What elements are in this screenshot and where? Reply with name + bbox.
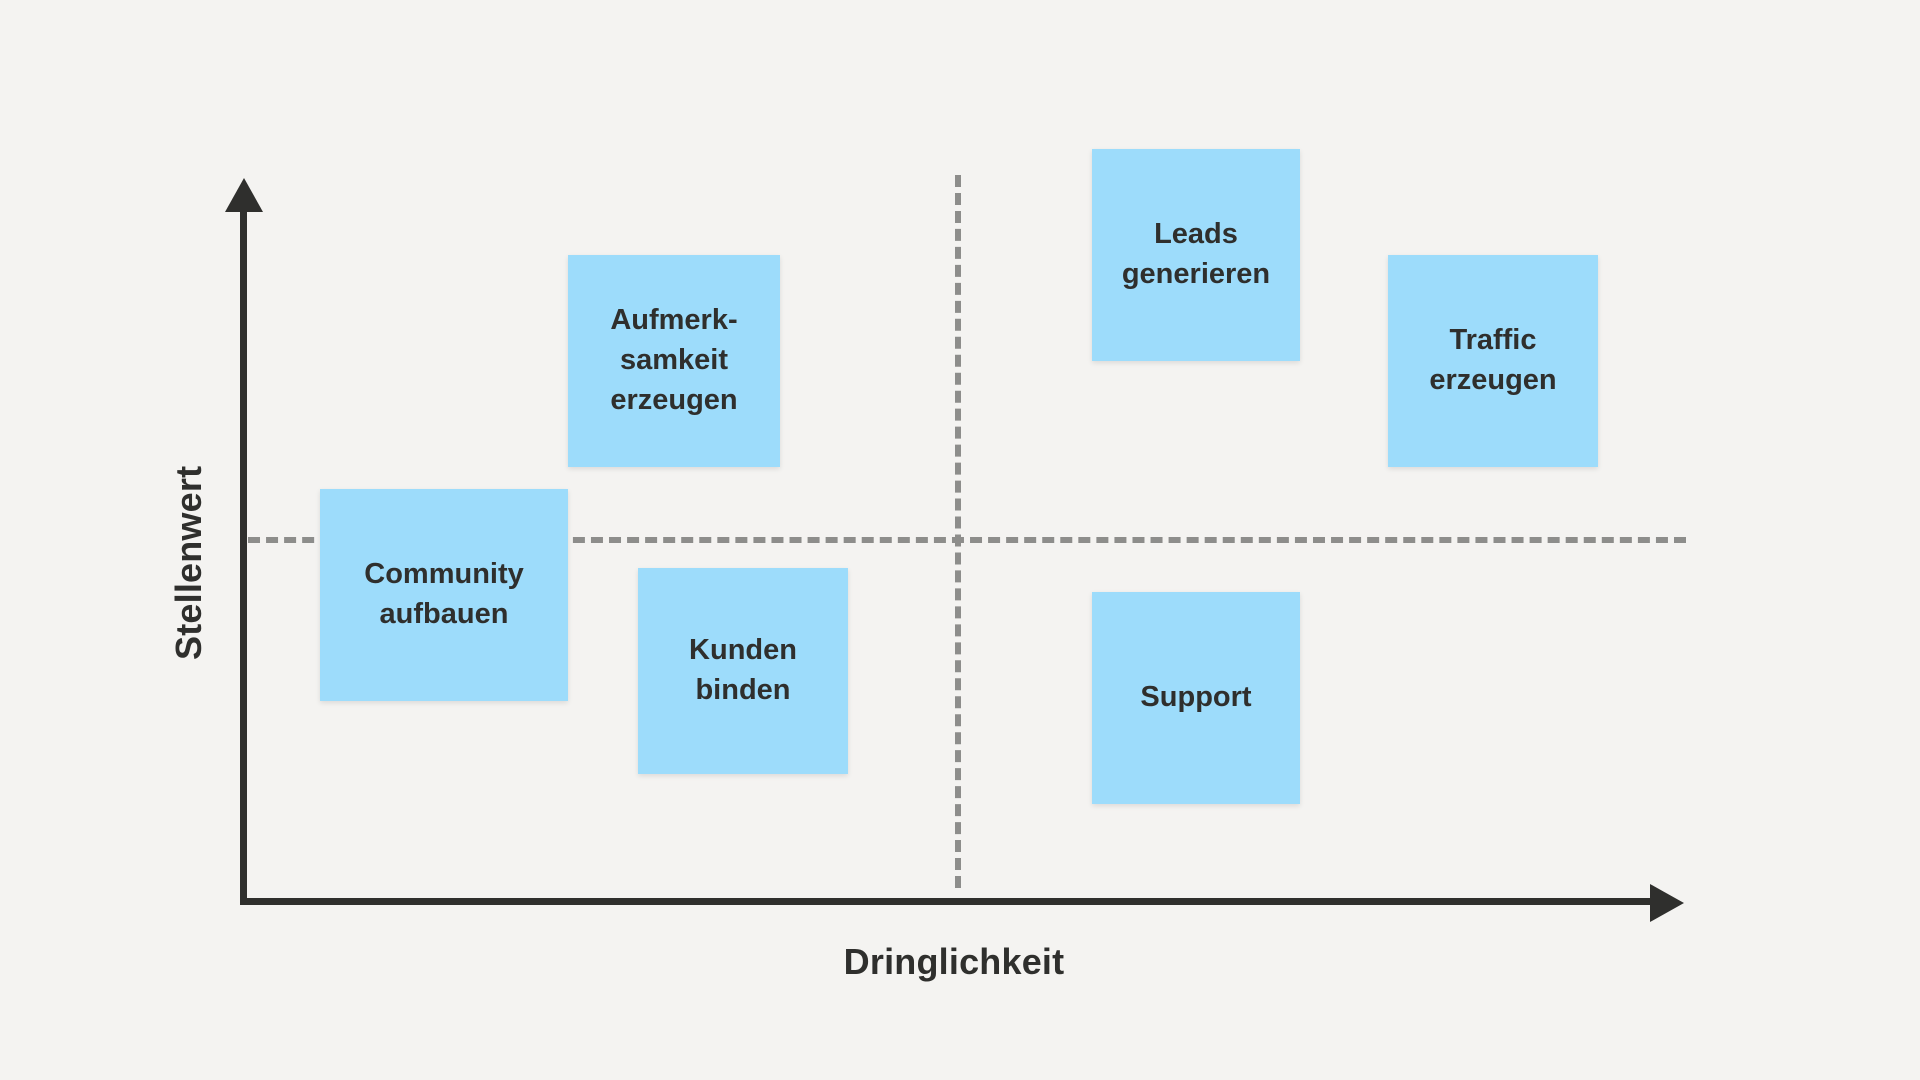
y-axis-arrow-icon xyxy=(225,178,263,212)
x-axis-label: Dringlichkeit xyxy=(843,941,1065,982)
y-axis-line xyxy=(240,205,247,905)
matrix-card-kunden-binden[interactable]: Kunden binden xyxy=(638,568,848,774)
quadrant-divider-horizontal xyxy=(248,537,1686,543)
x-axis-arrow-icon xyxy=(1650,884,1684,922)
matrix-card-community-aufbauen[interactable]: Community aufbauen xyxy=(320,489,568,701)
y-axis-label: Stellenwert xyxy=(168,465,209,660)
matrix-card-aufmerksamkeit-erzeugen[interactable]: Aufmerk- samkeit erzeugen xyxy=(568,255,780,467)
x-axis-line xyxy=(240,898,1658,905)
matrix-card-support[interactable]: Support xyxy=(1092,592,1300,804)
matrix-card-leads-generieren[interactable]: Leads generieren xyxy=(1092,149,1300,361)
quadrant-divider-vertical xyxy=(955,175,961,888)
matrix-card-traffic-erzeugen[interactable]: Traffic erzeugen xyxy=(1388,255,1598,467)
